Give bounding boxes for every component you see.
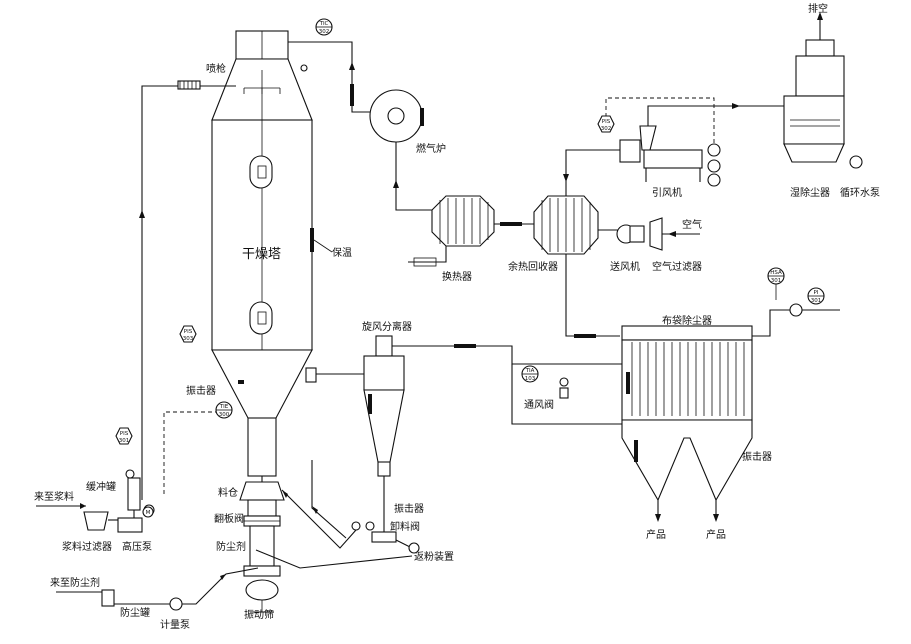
svg-text:TIE: TIE	[219, 404, 229, 410]
instrument-hsa-bag: HSA 301	[767, 267, 785, 300]
svg-text:302: 302	[319, 29, 330, 35]
vibrating-screen-label: 振动筛	[244, 608, 274, 621]
instrument-pis-mid: PIS 303	[179, 325, 197, 343]
instrument-pis-fan: PIS 302	[597, 115, 615, 133]
product-2-label: 产品	[706, 528, 726, 541]
anticaking-tank-label: 防尘罐	[120, 606, 150, 619]
svg-text:301: 301	[119, 438, 130, 444]
gas-furnace-label: 燃气炉	[416, 142, 446, 155]
svg-text:302: 302	[601, 126, 612, 132]
rapper-bag-label: 振击器	[742, 450, 772, 463]
cyclone	[316, 335, 622, 522]
heat-exchanger-label: 换热器	[442, 270, 472, 283]
circ-pump-label: 循环水泵	[840, 186, 880, 199]
svg-text:M: M	[146, 510, 151, 516]
instrument-pi-bag: PI 301	[807, 287, 825, 305]
svg-text:300: 300	[219, 412, 230, 418]
cyclone-label: 旋风分离器	[362, 320, 412, 333]
powder-return-label: 返粉装置	[414, 550, 454, 563]
svg-text:301: 301	[811, 298, 822, 304]
instrument-tic-top: TIC 302	[315, 18, 333, 36]
heat-recovery-label: 余热回收器	[508, 260, 558, 273]
anticaking-label: 防尘剂	[216, 540, 246, 553]
exhaust-label: 排空	[808, 2, 828, 15]
spray-gun-label: 喷枪	[206, 62, 226, 75]
signal-line	[163, 411, 222, 494]
slurry-line	[139, 80, 236, 500]
supply-fan	[616, 217, 700, 251]
motor-symbol: M	[142, 506, 154, 518]
drying-tower	[211, 30, 317, 477]
hp-pump-label: 高压泵	[122, 540, 152, 553]
product-1-label: 产品	[646, 528, 666, 541]
dryer-label: 干燥塔	[242, 247, 281, 262]
anticaking-supply	[56, 567, 259, 611]
svg-text:301: 301	[771, 278, 782, 284]
rapper-cyclone-label: 振击器	[394, 502, 424, 515]
heat-recovery	[533, 149, 620, 338]
svg-text:TIC: TIC	[319, 21, 329, 27]
insulation-leader	[313, 239, 333, 253]
svg-text:303: 303	[183, 336, 194, 342]
rapper-dryer-label: 振击器	[186, 384, 216, 397]
svg-text:PIS: PIS	[120, 431, 129, 437]
air-filter-label: 空气过滤器	[652, 260, 702, 273]
discharge-valve-label: 卸料阀	[390, 520, 420, 533]
anticaking-in-label: 来至防尘剂	[50, 576, 100, 589]
bag-filter	[621, 303, 840, 522]
svg-text:103: 103	[525, 376, 536, 382]
hopper-assembly	[239, 476, 285, 613]
gas-furnace	[369, 89, 432, 211]
slurry-supply	[36, 469, 155, 533]
hopper-label: 料仓	[218, 486, 238, 499]
heat-exchanger	[408, 195, 534, 267]
svg-text:TIA: TIA	[525, 368, 535, 374]
induced-fan	[605, 97, 791, 187]
metering-pump-label: 计量泵	[160, 618, 190, 631]
vent-valve-label: 通风阀	[524, 398, 554, 411]
supply-fan-label: 送风机	[610, 260, 640, 273]
flap-valve-label: 翻板阀	[214, 512, 244, 525]
air-label: 空气	[682, 218, 702, 231]
instrument-tia-bag: TIA 103	[521, 365, 539, 383]
buffer-tank-label: 缓冲罐	[86, 480, 116, 493]
svg-text:HSA: HSA	[770, 270, 782, 276]
insulation-label: 保温	[332, 246, 352, 259]
wet-scrubber-label: 湿除尘器	[790, 186, 830, 199]
slurry-in-label: 来至浆料	[34, 490, 74, 503]
induced-fan-label: 引风机	[652, 186, 682, 199]
bag-filter-label: 布袋除尘器	[662, 314, 712, 327]
svg-text:PI: PI	[814, 290, 819, 296]
instrument-tie-mid: TIE 300	[215, 401, 233, 419]
svg-text:PIS: PIS	[602, 119, 611, 125]
wet-scrubber	[783, 12, 863, 169]
svg-text:PIS: PIS	[184, 329, 193, 335]
powder-return	[255, 460, 420, 569]
instrument-pis-left: PIS 301	[115, 427, 133, 445]
slurry-filter-label: 浆料过滤器	[62, 540, 112, 553]
